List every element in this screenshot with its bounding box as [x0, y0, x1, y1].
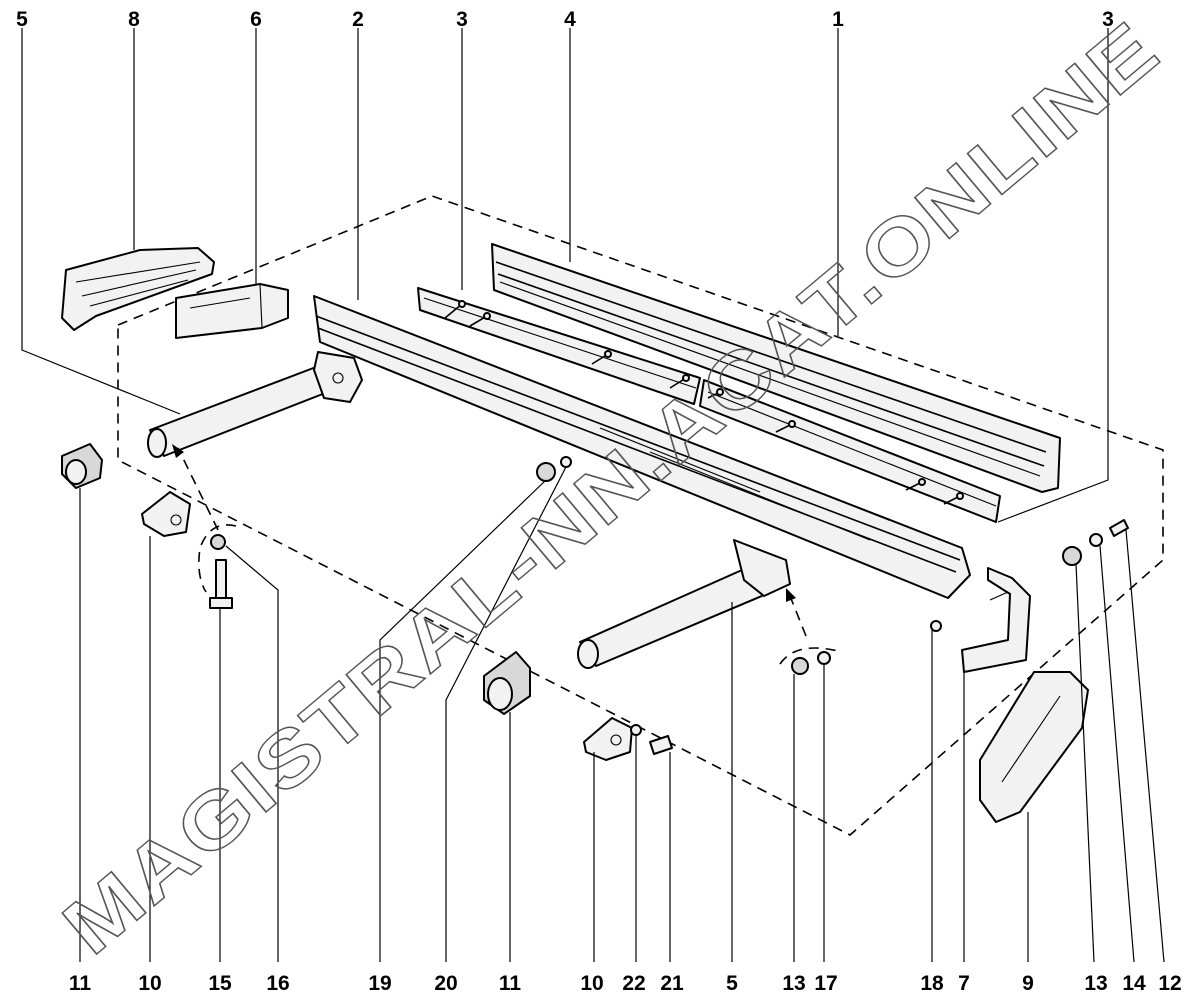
- callout-top-3a: 3: [456, 8, 468, 31]
- callout-bottom-19: 19: [368, 972, 391, 995]
- callout-bottom-17: 17: [814, 972, 837, 995]
- assembly-arrow-left: [177, 447, 219, 531]
- leader-bottom-13b: [1075, 563, 1095, 963]
- part-9-end-cap-right: [979, 671, 1089, 823]
- part-17-washer: [817, 651, 831, 665]
- callout-top-2: 2: [352, 8, 364, 31]
- callout-bottom-22: 22: [622, 972, 645, 995]
- callout-top-4: 4: [564, 8, 576, 31]
- part-13-nut-lower: [791, 657, 809, 675]
- part-10-plate-right: [583, 717, 633, 761]
- part-21-screw: [649, 735, 673, 755]
- part-14-washer: [1089, 533, 1103, 547]
- part-19-nut: [536, 462, 556, 482]
- part-8-end-cap-left: [61, 247, 215, 331]
- part-18-screw: [930, 620, 942, 632]
- callout-bottom-20: 20: [434, 972, 457, 995]
- callout-bottom-11b: 11: [499, 972, 522, 995]
- callout-bottom-13b: 13: [1084, 972, 1107, 995]
- callout-bottom-7: 7: [958, 972, 970, 995]
- callout-bottom-15: 15: [208, 972, 232, 995]
- part-15-bolt: [209, 559, 233, 609]
- assembly-arrow-right: [789, 595, 807, 637]
- part-7-bracket-right: [961, 567, 1031, 673]
- part-6-bracket-left: [175, 283, 289, 339]
- callout-bottom-21: 21: [660, 972, 684, 995]
- leader-top-3b: [997, 28, 1109, 523]
- part-16-nut: [210, 534, 226, 550]
- watermark: MAGISTRAL-NN.ACAT.ONLINE: [46, 4, 1175, 971]
- callout-bottom-11a: 11: [69, 972, 92, 995]
- callout-bottom-18: 18: [920, 972, 944, 995]
- part-22-washer: [630, 724, 642, 736]
- assembly-arc-right: [779, 647, 843, 665]
- callout-bottom-9: 9: [1022, 972, 1034, 995]
- callout-bottom-13a: 13: [782, 972, 805, 995]
- part-2-bumper-beam: [313, 295, 971, 599]
- part-12-bolt: [1109, 519, 1129, 537]
- arrow-head-left: [172, 444, 184, 458]
- part-3-reinforcement-right: [699, 379, 1001, 523]
- callout-top-3b: 3: [1102, 8, 1114, 31]
- leader-bottom-16: [225, 545, 279, 962]
- part-3-reinforcement-left: [417, 287, 701, 405]
- part-5-tube-left: [147, 351, 363, 458]
- part-5-tube-right: [577, 539, 791, 669]
- callout-bottom-14: 14: [1122, 972, 1146, 995]
- leader-bottom-19: [379, 479, 547, 962]
- callout-top-6: 6: [250, 8, 262, 31]
- leader-bottom-12: [1125, 529, 1165, 963]
- callout-top-1: 1: [832, 8, 844, 31]
- part-11-bushing-left: [61, 443, 103, 489]
- part-10-plate-left: [141, 491, 191, 537]
- callout-bottom-5: 5: [726, 972, 738, 995]
- callout-bottom-16: 16: [266, 972, 289, 995]
- leader-top-5: [21, 28, 181, 415]
- arrow-head-right: [786, 588, 796, 602]
- callout-bottom-10b: 10: [580, 972, 603, 995]
- part-13-nut-upper: [1062, 546, 1082, 566]
- callout-bottom-12: 12: [1158, 972, 1181, 995]
- part-4-bumper-strip: [491, 243, 1061, 493]
- callout-bottom-10a: 10: [138, 972, 161, 995]
- part-11-bushing-right: [483, 651, 531, 715]
- leader-bottom-20: [445, 466, 567, 962]
- callout-top-8: 8: [128, 8, 140, 31]
- callout-top-5: 5: [16, 8, 28, 31]
- leader-bottom-14: [1099, 545, 1135, 963]
